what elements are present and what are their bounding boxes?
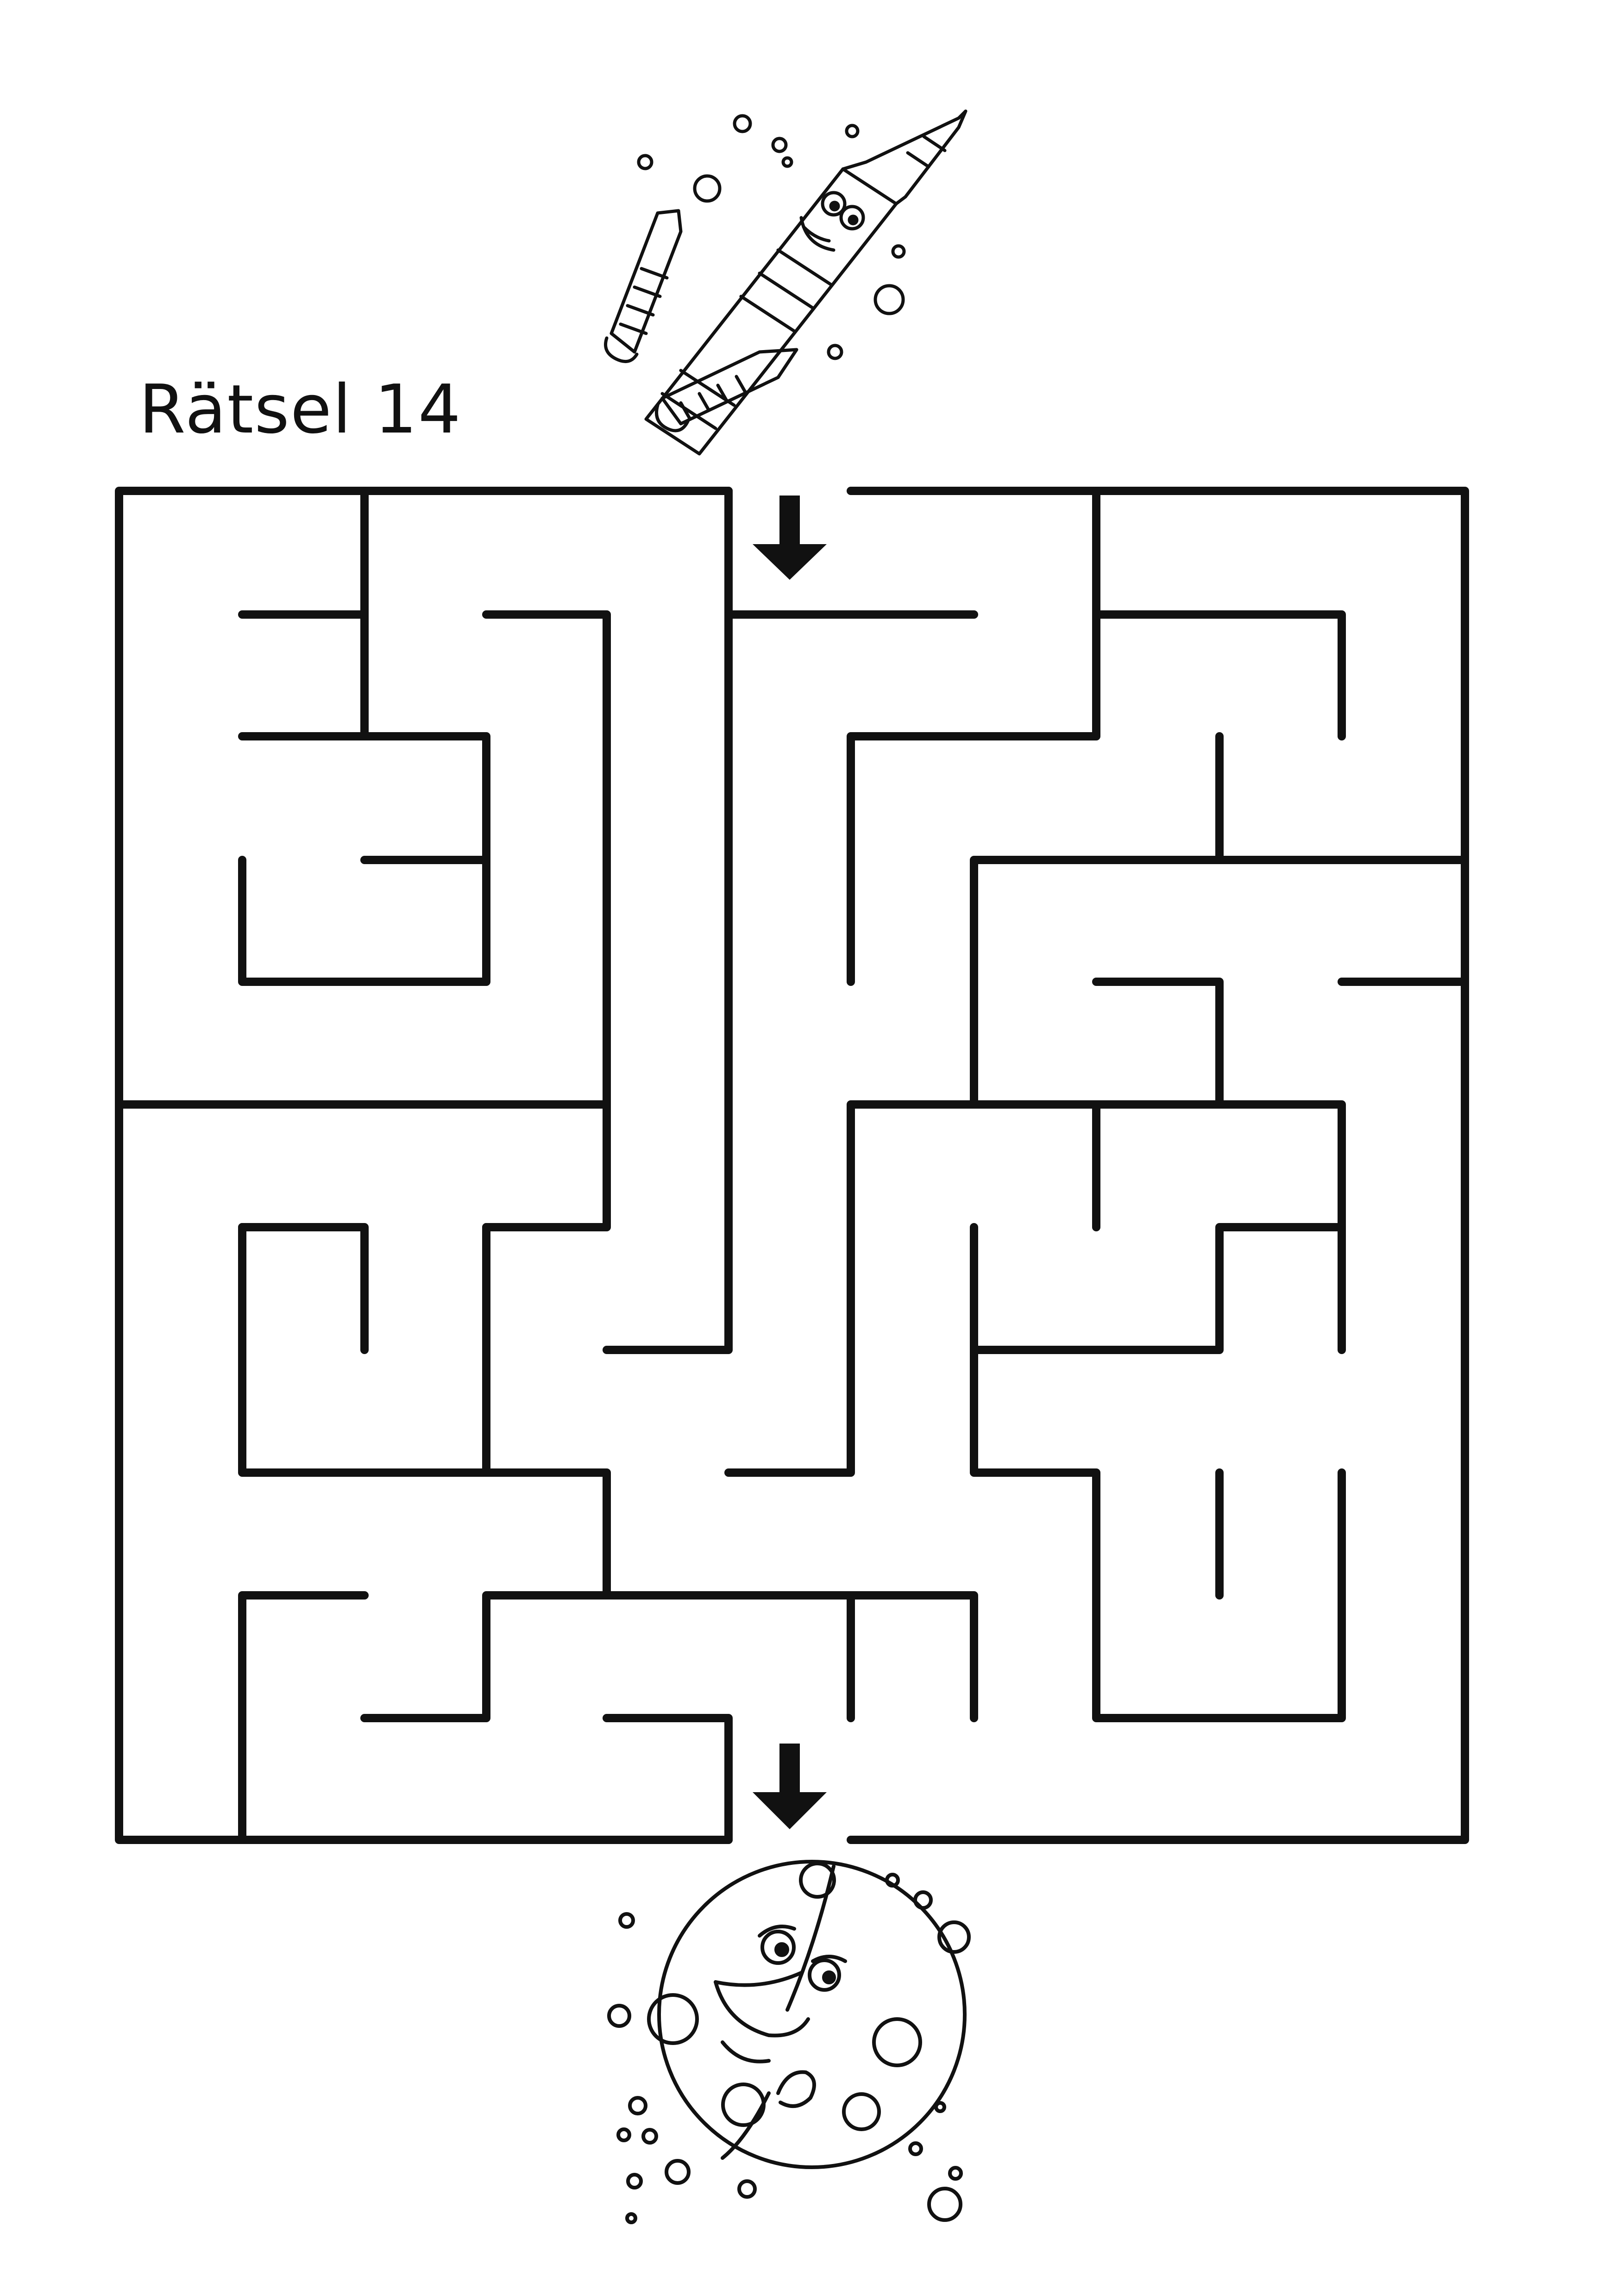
planet-icon: [607, 1860, 971, 2224]
entrance-arrow-icon: [753, 496, 827, 580]
puzzle-title: Rätsel 14: [139, 370, 462, 449]
exit-arrow-icon: [753, 1744, 827, 1829]
maze-walls: [115, 487, 1469, 1844]
rocket-icon: [604, 109, 968, 456]
